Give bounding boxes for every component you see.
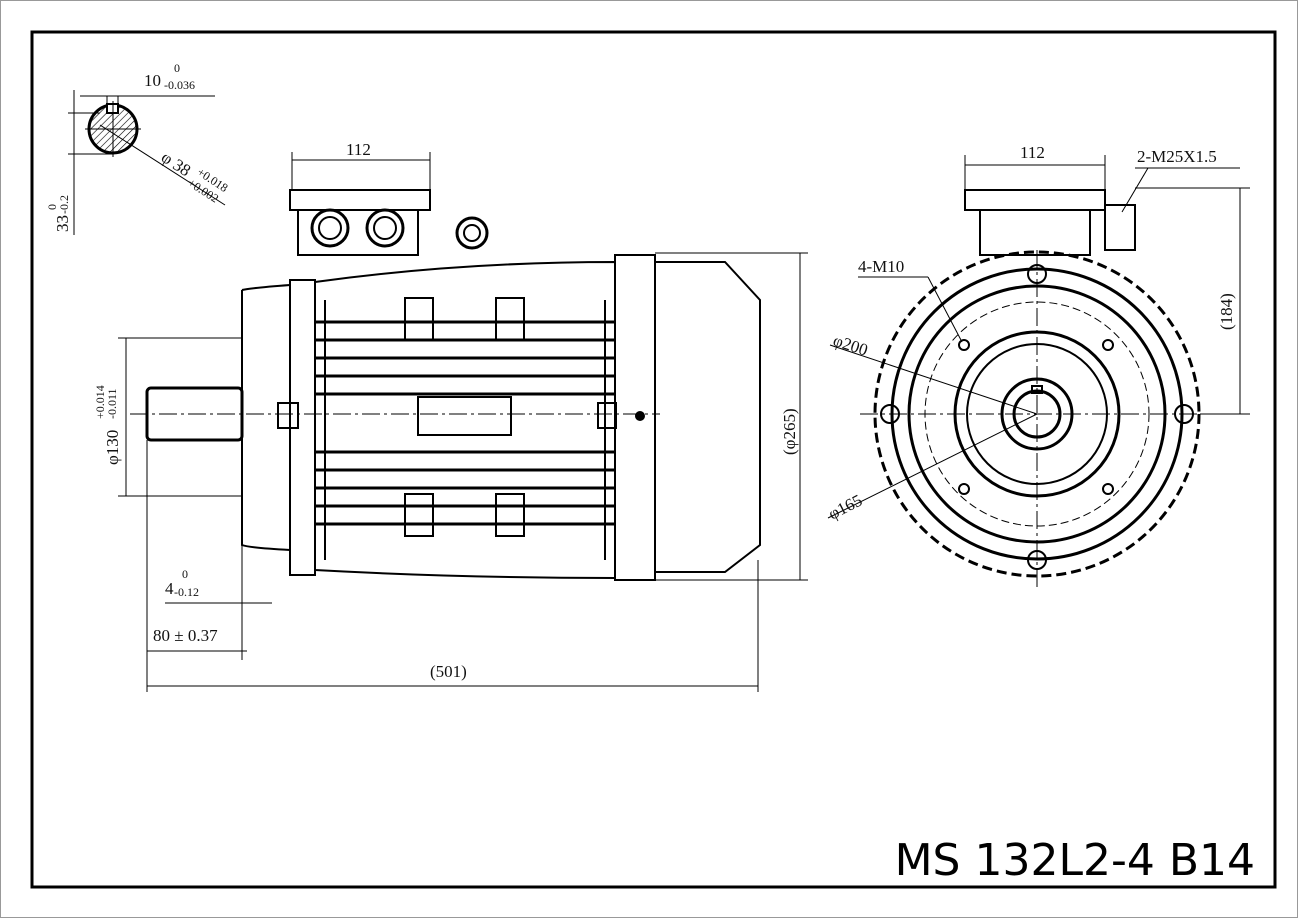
spigot-depth-label: 4	[165, 579, 174, 598]
cable-gland-icon	[310, 208, 350, 248]
spigot-depth-lower-tol: -0.12	[174, 585, 199, 599]
flange-holes-label: 4-M10	[858, 257, 904, 276]
keyway-width-label: 10	[144, 71, 161, 90]
spigot-upper-tol: +0.014	[93, 385, 107, 419]
drawing-frame	[30, 30, 1277, 889]
key-height-label: 33	[53, 215, 72, 232]
side-view: 112 φ130 +0.014 -0.011 4 0 -0.12 80 ± 0.…	[93, 140, 808, 692]
lifting-eye-icon	[455, 216, 489, 250]
fins-outline	[873, 250, 1201, 578]
overall-length-label: (501)	[430, 662, 467, 681]
model-title: MS 132L2-4 B14	[895, 835, 1255, 886]
fan-cover	[655, 261, 761, 573]
front-terminal-box-width: 112	[1020, 143, 1045, 162]
spigot-diameter-label: φ130	[103, 430, 122, 465]
cooling-fins	[315, 300, 615, 560]
spigot-depth-upper-tol: 0	[182, 567, 188, 581]
side-terminal-box-width: 112	[346, 140, 371, 159]
shaft-length-label: 80 ± 0.37	[153, 626, 218, 645]
keyway-width-upper-tol: 0	[174, 61, 180, 75]
cable-gland-label: 2-M25X1.5	[1137, 147, 1217, 166]
axis-height-label: (184)	[1217, 293, 1236, 330]
key-height-upper-tol: 0	[45, 204, 59, 210]
nameplate	[417, 396, 512, 436]
keyway-width-lower-tol: -0.036	[164, 78, 195, 92]
cable-gland-icon	[365, 208, 405, 248]
overall-height-label: (φ265)	[780, 408, 799, 455]
cable-gland-icon	[1104, 204, 1136, 251]
spigot-lower-tol: -0.011	[105, 388, 119, 419]
key-height-lower-tol: -0.2	[57, 195, 71, 214]
